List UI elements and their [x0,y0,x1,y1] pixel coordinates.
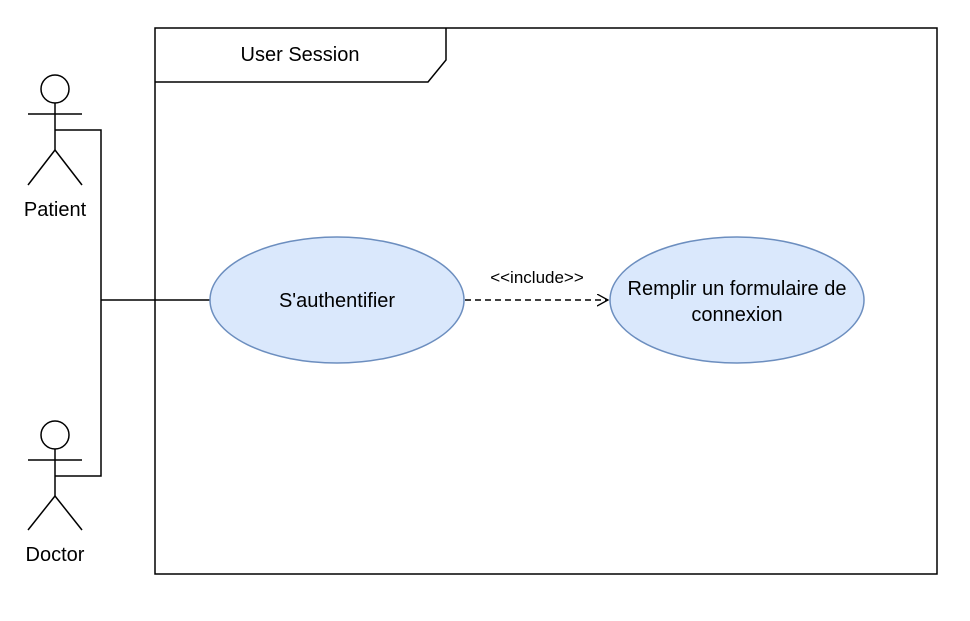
use-case-ellipse [609,236,865,364]
actor-right-leg [54,495,83,531]
use-case-ellipse [209,236,465,364]
use-case-fill-login-form[interactable]: Remplir un formulaire de connexion [609,236,865,364]
actor-right-leg [54,149,83,186]
use-case-label-line-2: connexion [691,304,782,326]
use-case-label-line-1: Remplir un formulaire de [628,278,847,300]
actor-patient[interactable]: Patient [24,74,87,221]
use-case-label: S'authentifier [279,290,395,312]
actor-left-leg [27,495,56,531]
system-boundary [154,27,938,575]
actor-head [40,74,70,104]
use-case-authenticate[interactable]: S'authentifier [209,236,465,364]
frame-title-tab [155,28,447,83]
actor-left-leg [27,149,56,186]
association-doctor [55,300,102,477]
actor-label-patient: Patient [24,199,87,221]
actor-label-doctor: Doctor [26,544,85,566]
include-label: <<include>> [490,268,584,287]
actor-doctor[interactable]: Doctor [26,420,85,566]
actor-head [40,420,70,450]
frame-title: User Session [241,44,360,66]
association-patient [55,129,102,300]
